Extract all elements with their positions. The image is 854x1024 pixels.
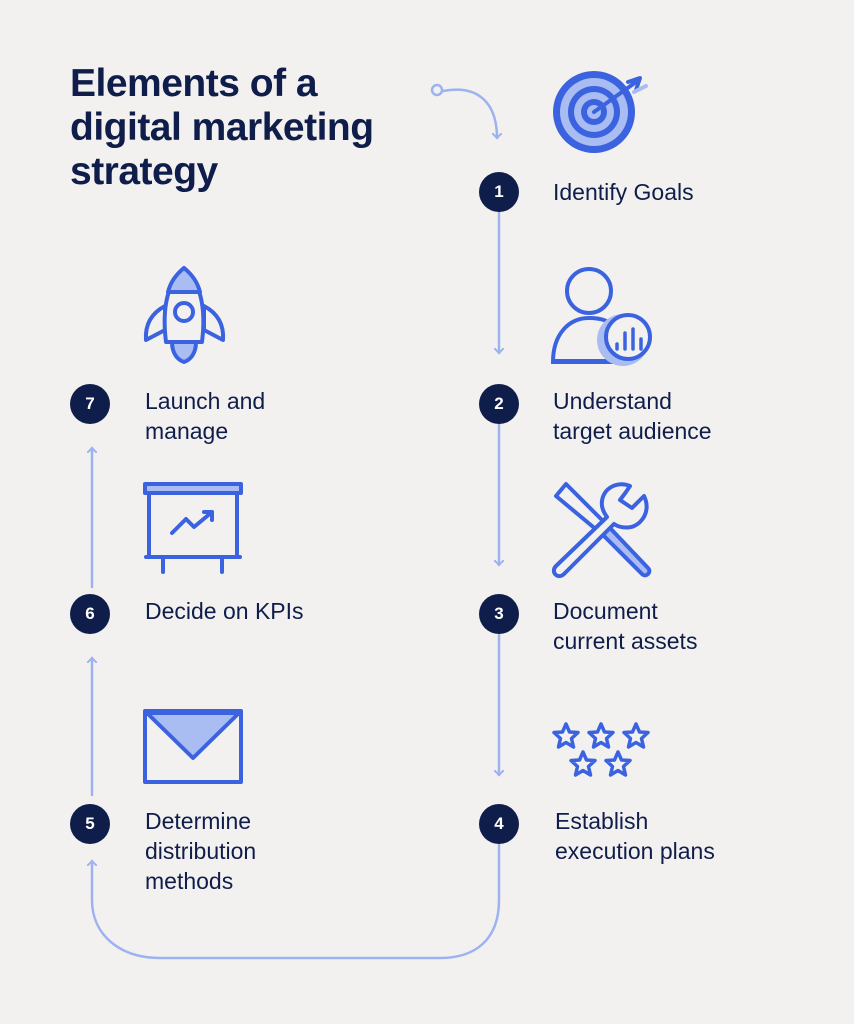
step-2-badge: 2	[479, 384, 519, 424]
step-7-label: Launch and manage	[145, 386, 265, 446]
tools-icon	[551, 482, 652, 579]
step-7-line-1: Launch and	[145, 388, 266, 414]
step-5-line-1: Determine	[145, 808, 252, 834]
step-5-badge: 5	[70, 804, 110, 844]
arrow-4-to-5	[92, 843, 501, 960]
step-4-label: Establish execution plans	[555, 806, 715, 866]
step-4-badge: 4	[479, 804, 519, 844]
step-3-line-1: Document	[553, 598, 658, 624]
step-3-label: Document current assets	[553, 596, 697, 656]
start-dot	[430, 83, 444, 97]
step-1-badge: 1	[479, 172, 519, 212]
step-1-label: Identify Goals	[553, 177, 694, 207]
step-7-line-2: manage	[145, 418, 229, 444]
title-line-3: strategy	[70, 150, 218, 193]
step-5-line-3: methods	[145, 868, 234, 894]
connector-arrows	[92, 83, 501, 960]
title-line-1: Elements of a	[70, 62, 318, 105]
step-6-line-1: Decide on KPIs	[145, 598, 304, 624]
step-5-line-2: distribution	[145, 838, 257, 864]
presentation-board-icon	[143, 482, 243, 574]
step-7-badge: 7	[70, 384, 110, 424]
step-3-badge: 3	[479, 594, 519, 634]
target-icon	[553, 71, 648, 153]
title-line-2: digital marketing	[70, 106, 374, 149]
start-arrow	[441, 88, 497, 138]
audience-icon	[550, 267, 652, 366]
step-1-line-1: Identify Goals	[553, 179, 694, 205]
step-6-badge: 6	[70, 594, 110, 634]
step-3-line-2: current assets	[553, 628, 698, 654]
step-2-line-2: target audience	[553, 418, 712, 444]
stars-icon	[552, 722, 650, 777]
page-title: Elements of a digital marketing strategy	[70, 62, 450, 194]
step-4-line-2: execution plans	[555, 838, 715, 864]
step-4-line-1: Establish	[555, 808, 649, 834]
step-2-label: Understand target audience	[553, 386, 712, 446]
rocket-icon	[143, 266, 226, 364]
step-2-line-1: Understand	[553, 388, 672, 414]
step-6-label: Decide on KPIs	[145, 596, 304, 626]
step-5-label: Determine distribution methods	[145, 806, 256, 896]
envelope-icon	[143, 709, 243, 784]
